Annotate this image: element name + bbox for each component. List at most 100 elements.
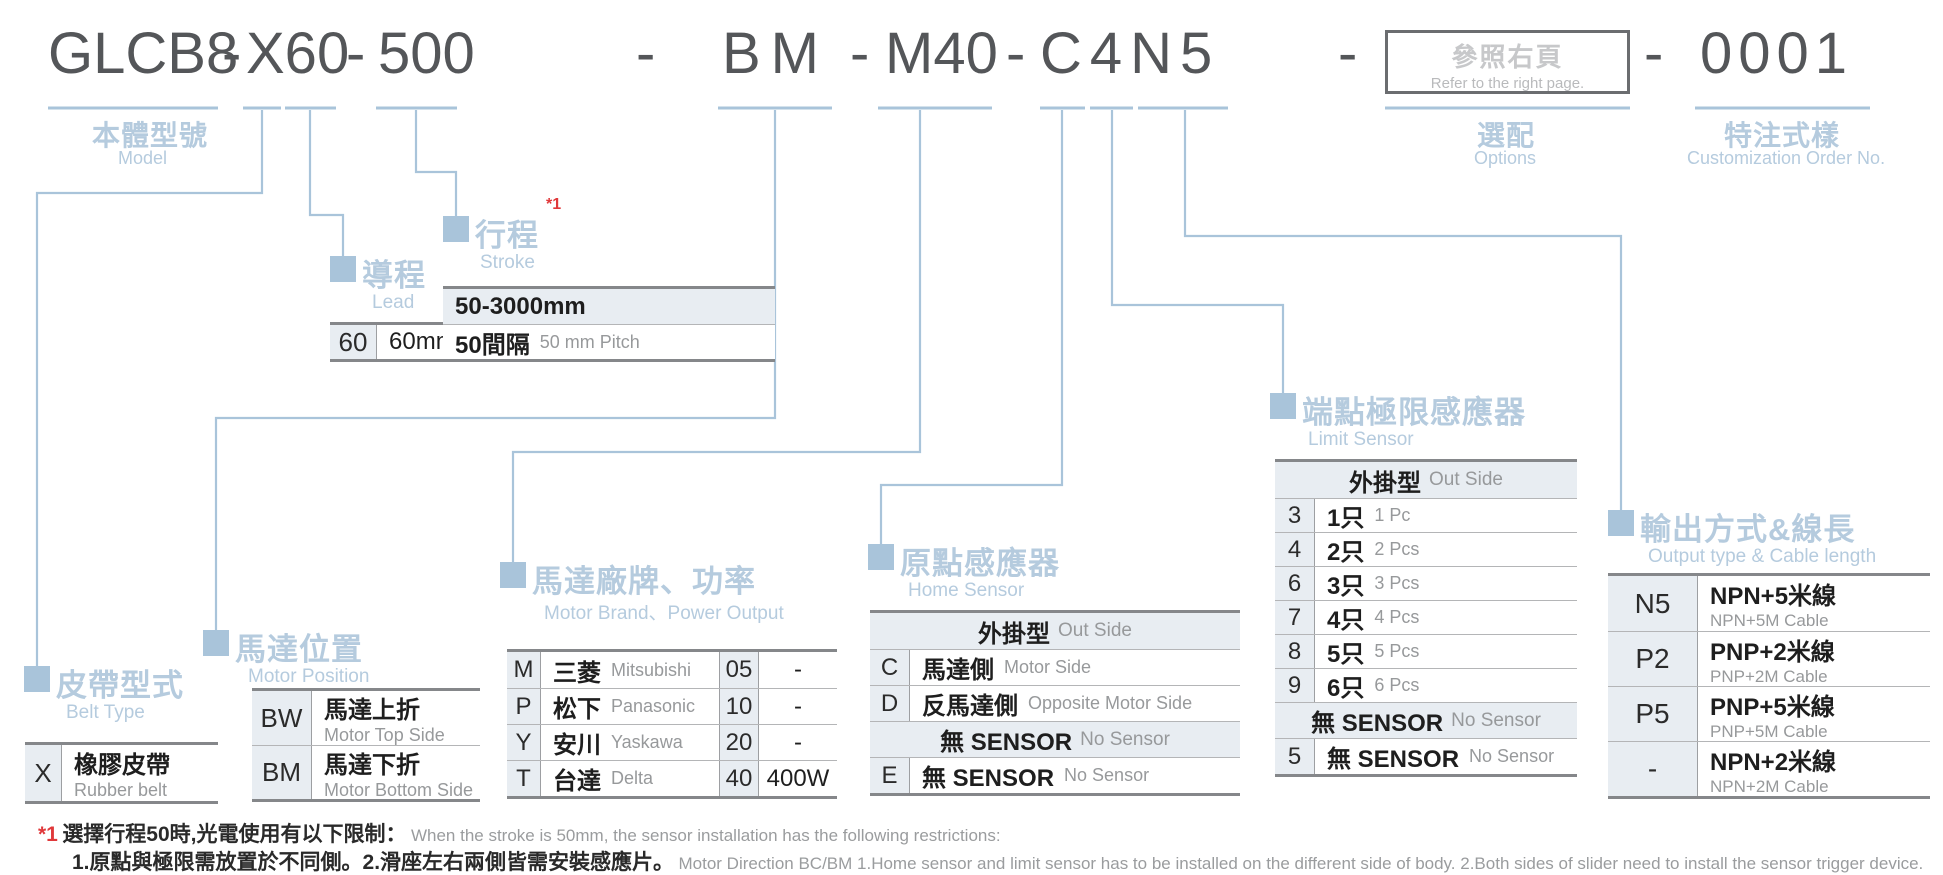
code-separator: - — [1644, 21, 1664, 86]
limit-sensor-en: 4 Pcs — [1374, 607, 1420, 627]
motor-watt-cell: - — [759, 652, 837, 688]
output-desc-cell: PNP+2米線 PNP+2M Cable — [1698, 632, 1930, 686]
bullet-square-icon — [868, 544, 894, 570]
code-part-stroke: 500 — [378, 21, 475, 86]
motor-position-desc-cell: 馬達上折 Motor Top Side — [312, 691, 480, 745]
home-sensor-code-cell: E — [870, 758, 910, 793]
home-sensor-code-cell: D — [870, 686, 910, 721]
output-desc-cell: PNP+5米線 PNP+5M Cable — [1698, 687, 1930, 741]
limit-sensor-cjk: 4只 — [1327, 607, 1365, 634]
limit-sensor-cjk: 5只 — [1327, 641, 1365, 668]
limit-sensor-desc-cell: 2只 2 Pcs — [1315, 533, 1577, 566]
code-part-motor-position: BM — [722, 21, 829, 86]
limit-sensor-en: No Sensor — [1469, 746, 1555, 766]
options-ref-text-en: Refer to the right page. — [1430, 75, 1585, 92]
limit-sensor-cjk: 3只 — [1327, 573, 1365, 600]
limit-sensor-header-en: No Sensor — [1451, 709, 1541, 731]
footnote-line2-cjk: 1.原點與極限需放置於不同側。2.滑座左右兩側皆需安裝感應片。 — [72, 851, 675, 874]
limit-sensor-cjk: 1只 — [1327, 505, 1365, 532]
motor-power-code-cell: 10 — [719, 689, 759, 724]
output-section-title-en: Output type & Cable length — [1648, 546, 1877, 567]
limit-sensor-cjk: 6只 — [1327, 675, 1365, 702]
belt-desc-cjk: 橡膠皮帶 — [74, 752, 170, 779]
stroke-section-title-cjk: 行程 — [475, 218, 539, 253]
table-row: 9 6只 6 Pcs — [1275, 668, 1577, 702]
code-separator: - — [636, 21, 656, 86]
motor-watt: - — [794, 692, 802, 720]
motor-watt-cell: 400W — [759, 761, 837, 796]
lead-section-title-en: Lead — [372, 292, 415, 313]
footnote-ref: *1 — [38, 823, 58, 846]
options-ref-text-cjk: 參照右頁 — [1451, 42, 1564, 72]
lead-code-cell: 60 — [330, 325, 377, 359]
limit-sensor-code-cell: 9 — [1275, 669, 1315, 702]
limit-sensor-en: 3 Pcs — [1374, 573, 1420, 593]
limit-sensor-cjk: 無 SENSOR — [1327, 746, 1460, 773]
motor-position-code-cell: BW — [252, 691, 312, 745]
home-sensor-desc-cell: 馬達側 Motor Side — [910, 650, 1240, 685]
code-separator: - — [850, 21, 870, 86]
limit-sensor-code-cell: 6 — [1275, 567, 1315, 600]
motor-position-desc-cell: 馬達下折 Motor Bottom Side — [312, 746, 480, 800]
home-sensor-cjk: 馬達側 — [922, 657, 994, 684]
stroke-table: 50-3000mm 50間隔 50 mm Pitch — [443, 286, 775, 362]
home-sensor-table: 外掛型 Out Side C 馬達側 Motor Side D 反馬達側 Opp… — [870, 610, 1240, 796]
belt-code-cell: X — [25, 745, 62, 801]
output-code-cell: - — [1608, 742, 1698, 796]
limit-sensor-section-title-cjk: 端點極限感應器 — [1302, 395, 1526, 430]
stroke-note-ref: *1 — [546, 196, 562, 213]
home-sensor-desc-cell: 無 SENSOR No Sensor — [910, 758, 1240, 793]
motor-watt: - — [794, 656, 802, 683]
motor-brand-section-title-en: Motor Brand、Power Output — [544, 603, 784, 624]
limit-sensor-table: 外掛型 Out Side 3 1只 1 Pc 4 2只 2 Pcs 6 3只 3… — [1275, 459, 1577, 777]
motor-position-desc-en: Motor Bottom Side — [324, 779, 474, 800]
limit-sensor-desc-cell: 6只 6 Pcs — [1315, 669, 1577, 702]
limit-sensor-desc-cell: 5只 5 Pcs — [1315, 635, 1577, 668]
table-row: BM 馬達下折 Motor Bottom Side — [252, 745, 480, 799]
output-desc-cjk: NPN+2米線 — [1710, 748, 1837, 776]
bullet-square-icon — [500, 562, 526, 588]
limit-sensor-desc-cell: 無 SENSOR No Sensor — [1315, 739, 1577, 774]
home-sensor-header-en: Out Side — [1058, 620, 1132, 641]
motor-watt-cell: - — [759, 725, 837, 760]
code-part-motor-power: M40 — [885, 21, 998, 86]
motor-brand-cjk: 台達 — [553, 768, 601, 795]
home-sensor-en: Opposite Motor Side — [1028, 693, 1193, 713]
table-row: 50間隔 50 mm Pitch — [443, 324, 775, 359]
motor-brand-code-cell: P — [507, 689, 541, 724]
bullet-square-icon — [24, 666, 50, 692]
motor-position-desc-cjk: 馬達上折 — [324, 697, 420, 724]
table-row: 8 5只 5 Pcs — [1275, 634, 1577, 668]
home-sensor-header-cjk: 外掛型 — [978, 620, 1051, 648]
code-separator: - — [346, 21, 366, 86]
table-row: M 三菱 Mitsubishi 05 - — [507, 652, 837, 688]
home-sensor-cjk: 反馬達側 — [922, 693, 1018, 720]
table-row: 3 1只 1 Pc — [1275, 498, 1577, 532]
model-label-en: Model — [118, 148, 168, 168]
home-sensor-desc-cell: 反馬達側 Opposite Motor Side — [910, 686, 1240, 721]
limit-sensor-en: 1 Pc — [1374, 505, 1411, 525]
stroke-pitch-en: 50 mm Pitch — [539, 331, 640, 352]
limit-sensor-en: 5 Pcs — [1374, 641, 1420, 661]
motor-brand-en: Delta — [611, 768, 654, 788]
stroke-section-title-en: Stroke — [480, 252, 535, 273]
bullet-square-icon — [203, 630, 229, 656]
code-separator: - — [222, 21, 242, 86]
table-row: 5 無 SENSOR No Sensor — [1275, 738, 1577, 774]
motor-power-code-cell: 05 — [719, 652, 759, 688]
motor-power-code-cell: 20 — [719, 725, 759, 760]
table-header-row: 無 SENSOR No Sensor — [870, 721, 1240, 757]
footnote-line-2: 1.原點與極限需放置於不同側。2.滑座左右兩側皆需安裝感應片。 Motor Di… — [72, 846, 1923, 875]
limit-sensor-section-title-en: Limit Sensor — [1308, 429, 1414, 450]
home-sensor-en: No Sensor — [1064, 765, 1150, 785]
limit-sensor-code-cell: 7 — [1275, 601, 1315, 634]
model-label-cjk: 本體型號 — [92, 120, 209, 151]
output-desc-en: NPN+2M Cable — [1710, 776, 1829, 796]
motor-position-section-title-en: Motor Position — [248, 666, 370, 687]
output-desc-cell: NPN+5米線 NPN+5M Cable — [1698, 576, 1930, 631]
belt-type-table: X 橡膠皮帶 Rubber belt — [25, 742, 218, 804]
home-sensor-section-title-cjk: 原點感應器 — [900, 546, 1060, 581]
table-row: C 馬達側 Motor Side — [870, 649, 1240, 685]
motor-brand-en: Yaskawa — [611, 732, 683, 752]
